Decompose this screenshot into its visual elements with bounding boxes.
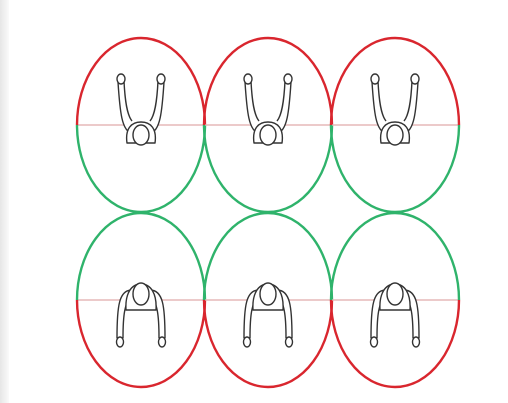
workspace-cell-arms-up — [204, 38, 332, 212]
figure-left-hand — [244, 337, 251, 347]
upper-arc — [204, 38, 332, 125]
lower-arc — [77, 300, 205, 387]
figure-head — [260, 283, 276, 305]
figure-right-hand — [157, 74, 165, 84]
figure-left-hand — [117, 337, 124, 347]
figure-head — [387, 125, 403, 145]
figure-right-hand — [286, 337, 293, 347]
figure-head — [387, 283, 403, 305]
figure-right-hand — [411, 74, 419, 84]
figure-right-hand — [159, 337, 166, 347]
workspace-cell-arms-up — [331, 38, 459, 212]
workspace-cell-arms-down — [204, 213, 332, 387]
person-figure — [244, 283, 293, 347]
figure-right-hand — [413, 337, 420, 347]
person-figure — [244, 74, 292, 145]
workspace-cell-arms-down — [331, 213, 459, 387]
workspace-cell-arms-down — [77, 213, 205, 387]
lower-arc — [331, 300, 459, 387]
lower-arc — [204, 300, 332, 387]
figure-head — [260, 125, 276, 145]
upper-arc — [77, 38, 205, 125]
person-figure — [371, 283, 420, 347]
person-figure — [117, 283, 166, 347]
figure-left-hand — [371, 337, 378, 347]
figure-head — [133, 283, 149, 305]
workspace-cell-arms-up — [77, 38, 205, 212]
figure-left-hand — [244, 74, 252, 84]
person-figure — [371, 74, 419, 145]
figure-left-hand — [371, 74, 379, 84]
figure-left-hand — [117, 74, 125, 84]
upper-arc — [331, 38, 459, 125]
figure-right-hand — [284, 74, 292, 84]
person-figure — [117, 74, 165, 145]
figure-head — [133, 125, 149, 145]
